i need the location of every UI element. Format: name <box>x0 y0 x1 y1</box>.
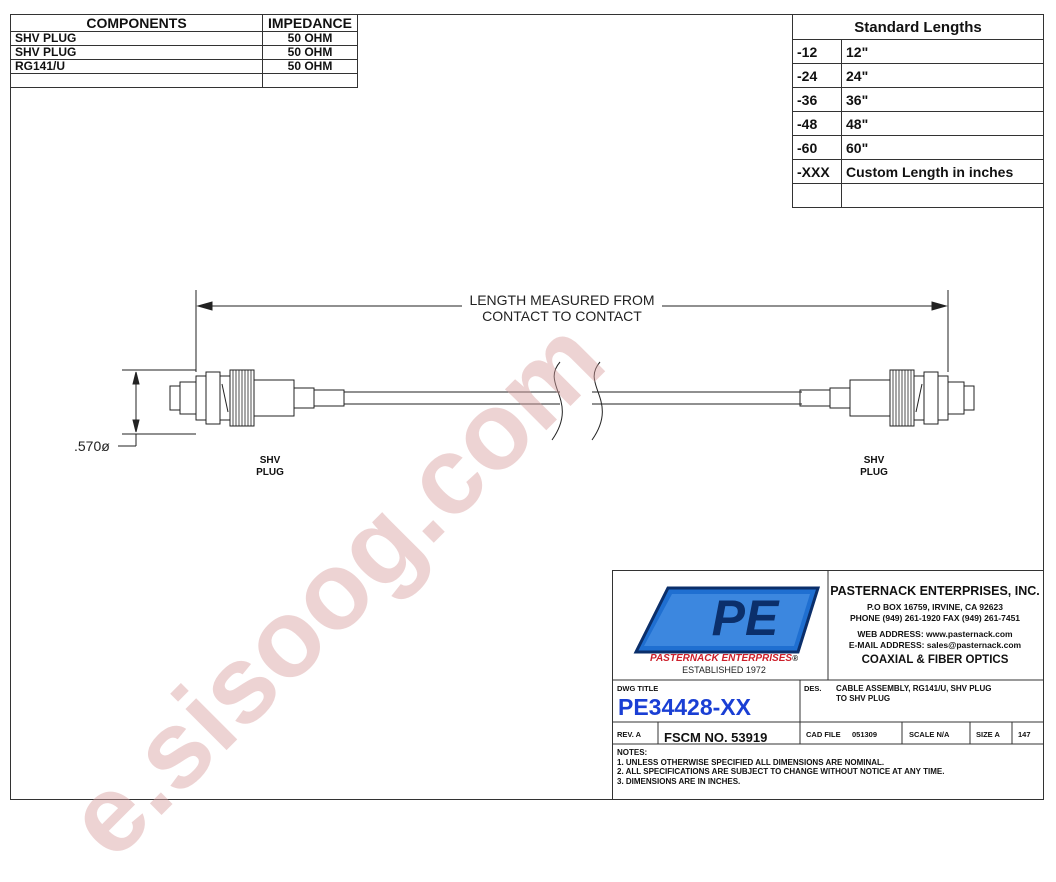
notes-section: NOTES: 1. UNLESS OTHERWISE SPECIFIED ALL… <box>617 748 944 786</box>
note-item: 2. ALL SPECIFICATIONS ARE SUBJECT TO CHA… <box>617 767 945 776</box>
description-line1: CABLE ASSEMBLY, RG141/U, SHV PLUG <box>836 684 992 693</box>
components-table: COMPONENTS IMPEDANCE SHV PLUG 50 OHM SHV… <box>10 14 358 88</box>
arrow-down-icon <box>132 419 140 433</box>
cad-file-label: CAD FILE <box>806 730 841 739</box>
dwg-title-label: DWG TITLE <box>617 684 659 693</box>
table-row: SHV PLUG 50 OHM <box>10 31 358 46</box>
impedance-cell: 50 OHM <box>262 45 358 60</box>
note-item: 1. UNLESS OTHERWISE SPECIFIED ALL DIMENS… <box>617 757 885 767</box>
pe-logo-icon <box>633 586 821 654</box>
length-code: -12 <box>792 39 842 64</box>
cable-drawing <box>118 290 1044 745</box>
cable-break-left <box>551 361 563 441</box>
notes-label: NOTES: <box>617 748 648 757</box>
right-shv-plug <box>799 369 975 427</box>
size-label: SIZE A <box>976 730 1000 739</box>
sheet-number: 147 <box>1018 730 1031 739</box>
left-shv-plug <box>169 369 345 427</box>
company-phone: PHONE (949) 261-1920 FAX (949) 261-7451 <box>849 613 1021 623</box>
length-value: 36" <box>841 87 1044 112</box>
company-email: E-MAIL ADDRESS: sales@pasternack.com <box>848 640 1022 650</box>
length-value: Custom Length in inches <box>841 159 1044 184</box>
arrow-right-icon <box>931 301 948 311</box>
description-line2: TO SHV PLUG <box>836 694 891 703</box>
company-address: P.O BOX 16759, IRVINE, CA 92623 <box>867 602 1003 612</box>
company-category: COAXIAL & FIBER OPTICS <box>861 654 1009 666</box>
component-cell: SHV PLUG <box>10 45 263 60</box>
standard-lengths-title: Standard Lengths <box>792 14 1044 40</box>
length-value: 24" <box>841 63 1044 88</box>
length-value: 60" <box>841 135 1044 160</box>
company-info: PASTERNACK ENTERPRISES, INC. P.O BOX 167… <box>828 584 1042 666</box>
established-text: ESTABLISHED 1972 <box>682 665 766 675</box>
logo-letters: PE <box>711 590 779 646</box>
arrow-left-icon <box>196 301 213 311</box>
table-row <box>792 183 1044 208</box>
cable-break-right <box>591 361 603 441</box>
impedance-header: IMPEDANCE <box>262 14 358 32</box>
rev-label: REV. A <box>617 730 642 739</box>
note-item: 3. DIMENSIONS ARE IN INCHES. <box>617 776 741 786</box>
dwg-title: PE34428-XX <box>618 694 751 720</box>
brand-name: PASTERNACK ENTERPRISES® <box>650 653 798 664</box>
company-name: PASTERNACK ENTERPRISES, INC. <box>830 584 1040 598</box>
company-web: WEB ADDRESS: www.pasternack.com <box>857 629 1013 639</box>
cad-file-value: 051309 <box>852 730 878 739</box>
length-code: -24 <box>792 63 842 88</box>
table-row: SHV PLUG 50 OHM <box>10 45 358 60</box>
diameter-label: .570ø <box>74 438 110 454</box>
title-block <box>612 570 1044 800</box>
impedance-cell <box>262 73 358 88</box>
scale-label: SCALE N/A <box>909 730 950 739</box>
right-plug-label: SHV PLUG <box>860 455 888 478</box>
fscm-number: FSCM NO. 53919 <box>664 730 768 745</box>
drawing-border <box>10 14 1044 800</box>
table-row <box>10 73 358 88</box>
length-code: -60 <box>792 135 842 160</box>
length-code: -36 <box>792 87 842 112</box>
length-value <box>841 183 1044 208</box>
length-note-line2: CONTACT TO CONTACT <box>482 308 642 324</box>
length-note-line1: LENGTH MEASURED FROM <box>469 292 655 308</box>
table-header-row: Standard Lengths <box>792 14 1044 40</box>
des-label: DES. <box>804 684 822 693</box>
left-plug-label: SHV PLUG <box>256 455 284 478</box>
arrow-up-icon <box>132 371 140 385</box>
length-code: -XXX <box>792 159 842 184</box>
